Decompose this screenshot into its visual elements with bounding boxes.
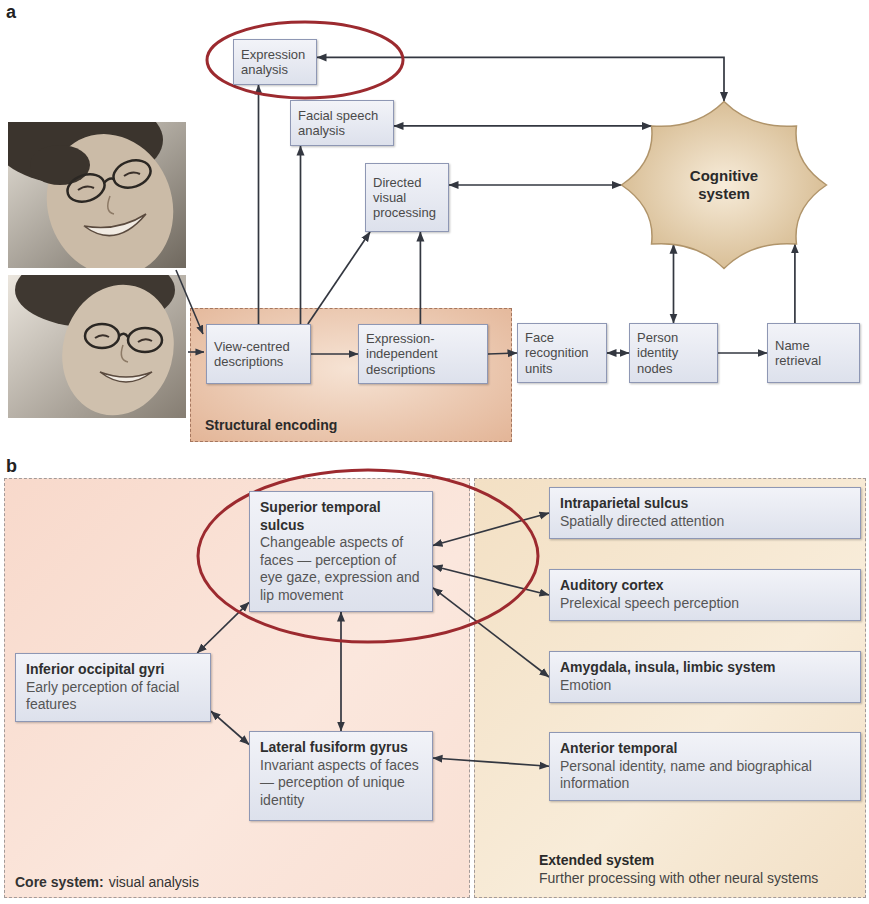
connector-arrow xyxy=(673,244,675,323)
photo-arrow xyxy=(188,351,204,353)
connector-arrow xyxy=(794,244,796,323)
brain-region-box: Superior temporal sulcusChangeable aspec… xyxy=(249,491,433,612)
brain-region-box: Intraparietal sulcusSpatially directed a… xyxy=(549,487,861,539)
box-label: View-centred descriptions xyxy=(214,339,303,370)
process-box: Expression analysis xyxy=(233,39,317,85)
process-box: Directed visual processing xyxy=(365,163,449,232)
region-heading: Lateral fusiform gyrus xyxy=(260,739,422,757)
region-heading: Anterior temporal xyxy=(560,740,850,758)
structural-encoding-band: View-centred descriptions Expression-inde… xyxy=(190,308,512,442)
connector-arrow xyxy=(258,85,260,324)
brain-region-box: Amygdala, insula, limbic systemEmotion xyxy=(549,651,861,703)
box-label: Expression analysis xyxy=(241,47,309,78)
photo-arrow xyxy=(176,270,203,334)
box-label: Name retrieval xyxy=(775,338,852,369)
connector-arrow xyxy=(317,57,724,101)
heading-group: Core system: visual analysis xyxy=(15,874,199,890)
region-description: Personal identity, name and biographical… xyxy=(560,758,850,793)
region-description: Changeable aspects of faces — perception… xyxy=(260,534,422,604)
region-description: Early perception of facial features xyxy=(26,679,200,714)
system-region: Inferior occipital gyriEarly perception … xyxy=(4,478,470,898)
connector-arrow xyxy=(420,232,422,324)
process-box: View-centred descriptions xyxy=(206,324,311,384)
connector-arrow xyxy=(300,146,302,324)
panel-letter: a xyxy=(6,2,16,23)
process-box: Person identity nodes xyxy=(629,323,718,383)
region-heading: Intraparietal sulcus xyxy=(560,495,850,513)
region-description: Spatially directed attention xyxy=(560,513,850,531)
system-heading: Core system: xyxy=(15,874,104,890)
connector-arrow xyxy=(197,602,249,653)
process-box: Name retrieval xyxy=(767,323,860,383)
system-heading: Extended system xyxy=(539,851,861,869)
system-heading: visual analysis xyxy=(109,874,199,890)
box-label: Facial speech analysis xyxy=(298,108,386,139)
face-photo xyxy=(8,275,186,418)
region-heading: Auditory cortex xyxy=(560,577,850,595)
face-photo xyxy=(8,122,186,268)
system-region: Intraparietal sulcusSpatially directed a… xyxy=(474,478,866,898)
system-heading: Further processing with other neural sys… xyxy=(539,869,861,887)
connector-arrow xyxy=(607,352,629,354)
star-shape xyxy=(622,102,827,269)
cognitive-system-star: Cognitive system xyxy=(620,100,828,270)
box-label: Person identity nodes xyxy=(637,330,710,376)
heading-group: Structural encoding xyxy=(205,417,337,433)
connector-arrow xyxy=(211,711,249,744)
region-heading: Inferior occipital gyri xyxy=(26,661,200,679)
region-description: Prelexical speech perception xyxy=(560,595,850,613)
connector-arrow xyxy=(718,352,767,354)
box-label: Expression-independent descriptions xyxy=(366,331,480,377)
system-heading: Structural encoding xyxy=(205,417,337,433)
brain-region-box: Anterior temporalPersonal identity, name… xyxy=(549,732,861,801)
connector-arrow xyxy=(308,232,370,324)
region-heading: Amygdala, insula, limbic system xyxy=(560,659,850,677)
process-box: Facial speech analysis xyxy=(290,100,394,146)
connector-arrow xyxy=(433,513,549,545)
box-label: Face recognition units xyxy=(525,330,599,376)
highlight-ellipse xyxy=(207,22,403,98)
connector-arrow xyxy=(433,758,549,766)
highlight-ellipse xyxy=(198,470,538,642)
connector-arrow xyxy=(394,125,652,127)
connector-arrow xyxy=(340,612,342,731)
panel-letter: b xyxy=(6,456,17,477)
region-description: Emotion xyxy=(560,677,850,695)
process-box: Face recognition units xyxy=(517,323,607,383)
connector-arrow xyxy=(311,353,358,355)
brain-region-box: Inferior occipital gyriEarly perception … xyxy=(15,653,211,722)
process-box: Expression-independent descriptions xyxy=(358,324,488,384)
brain-region-box: Lateral fusiform gyrusInvariant aspects … xyxy=(249,731,433,821)
box-label: Directed visual processing xyxy=(373,175,441,221)
connector-arrow xyxy=(488,353,517,354)
connector-arrow xyxy=(449,184,622,186)
region-heading: Superior temporal sulcus xyxy=(260,499,422,534)
heading-group: Extended systemFurther processing with o… xyxy=(539,851,861,887)
box-label: Cognitive system xyxy=(674,167,774,203)
region-description: Invariant aspects of faces — perception … xyxy=(260,757,422,810)
brain-region-box: Auditory cortexPrelexical speech percept… xyxy=(549,569,861,621)
